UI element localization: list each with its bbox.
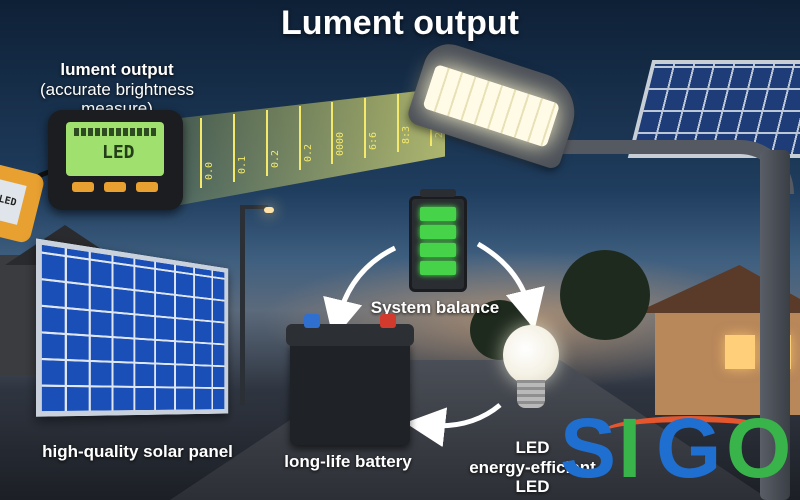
logo-letter: O (726, 401, 792, 495)
logo-letter: I (618, 401, 642, 495)
arrow-battery-to-system (323, 245, 397, 340)
ruler-tick (265, 110, 268, 176)
meter-button (72, 182, 94, 192)
battery-cell (420, 225, 456, 239)
meter-button (136, 182, 158, 192)
led-label-title: LED (515, 438, 550, 457)
storage-battery (286, 314, 414, 445)
battery-icon-cap (420, 189, 456, 197)
lux-meter-bar-indicator (74, 128, 156, 136)
tree (560, 250, 650, 340)
system-balance-label: System balance (370, 298, 500, 317)
battery-charge-icon (409, 189, 467, 292)
battery-terminal-positive (380, 314, 396, 328)
distant-streetlight (240, 205, 274, 405)
battery-cell (420, 261, 456, 275)
ruler-tick (298, 106, 301, 170)
led-bulb-base (517, 380, 545, 408)
arrow-led-to-battery (405, 403, 502, 448)
battery-cell (420, 243, 456, 257)
arrow-system-to-led (476, 241, 545, 330)
ruler-tick (200, 118, 202, 188)
logo-letter: S (560, 401, 617, 495)
logo-arc (600, 416, 780, 452)
ruler-tick (397, 94, 400, 152)
page-title: Lument output (281, 4, 519, 42)
house-window (725, 335, 755, 369)
lux-meter-readout: LED (102, 142, 135, 163)
distant-streetlight-arm (240, 205, 268, 209)
lux-meter-screen: LED (66, 122, 164, 176)
led-bulb-icon (503, 325, 559, 385)
meter-label-title: lument output (60, 60, 174, 79)
led-label: LED energy-efficient LED (450, 438, 615, 497)
ruler-tick (331, 102, 334, 164)
battery-terminal-negative (304, 314, 320, 328)
storage-battery-top (286, 324, 414, 346)
led-label-sub: energy-efficient LED (469, 457, 596, 497)
ruler-tick (364, 98, 367, 158)
battery-cell (420, 207, 456, 221)
solar-panel-label: high-quality solar panel (42, 442, 233, 461)
ruler-tick (232, 114, 235, 182)
logo-letter: G (656, 401, 722, 495)
battery-label: long-life battery (284, 452, 412, 471)
solar-panel-grid (41, 244, 225, 412)
meter-button (104, 182, 126, 192)
distant-streetlight-lamp (264, 207, 274, 213)
solar-panel (35, 238, 229, 417)
lux-meter: LED (48, 110, 183, 210)
